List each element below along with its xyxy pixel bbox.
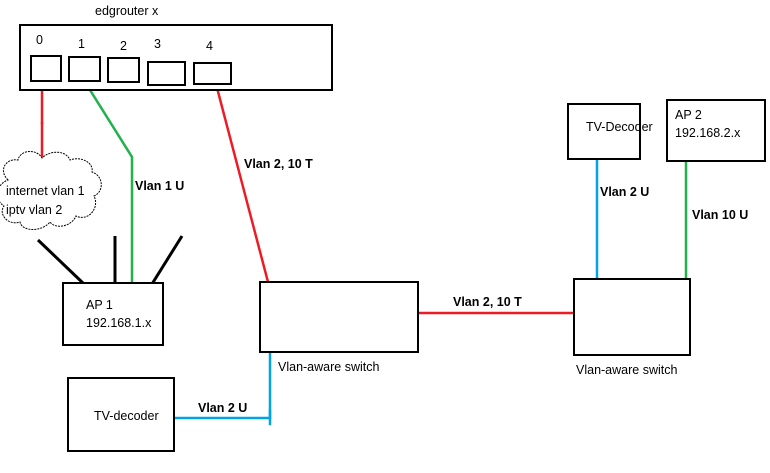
ap2-name: AP 2 [675,108,702,122]
port-label-2: 2 [120,39,127,53]
router-title: edgrouter x [95,4,159,18]
decoder1-box [67,377,175,452]
port-label-0: 0 [36,33,43,47]
ap2: AP 2 192.168.2.x [666,99,766,162]
router: edgrouter x 0 1 2 3 4 [19,4,333,91]
ap1-antenna-left [36,238,86,286]
ap1-ip: 192.168.1.x [86,316,152,330]
label-decoder2-switch2: Vlan 2 U [600,185,649,199]
switch2-box [573,278,691,356]
cloud-line2: iptv vlan 2 [6,203,62,217]
port-label-1: 1 [78,37,85,51]
internet-cloud: internet vlan 1 iptv vlan 2 [0,151,102,230]
router-port-1 [68,56,101,82]
decoder1-label: TV-decoder [94,409,159,423]
link-router-ap1 [83,80,134,285]
label-switch1-switch2: Vlan 2, 10 T [453,295,522,309]
ap2-box [666,99,766,162]
switch2: Vlan-aware switch [573,278,691,377]
cloud-shape [0,151,102,230]
switch1: Vlan-aware switch [259,281,419,374]
label-ap2-switch2: Vlan 10 U [692,208,748,222]
port-label-3: 3 [154,37,161,51]
switch1-box [259,281,419,353]
label-router-switch1: Vlan 2, 10 T [244,157,313,171]
switch1-label: Vlan-aware switch [278,360,379,374]
decoder2-label: TV-Decoder [586,120,653,134]
router-port-0 [30,55,62,82]
label-router-ap1: Vlan 1 U [135,179,184,193]
link-router-switch1 [214,82,270,284]
router-port-2 [107,57,140,83]
router-port-4 [193,62,232,85]
ap1-antenna-right [150,235,184,285]
label-decoder1-switch1: Vlan 2 U [198,401,247,415]
switch2-label: Vlan-aware switch [576,363,677,377]
decoder2: TV-Decoder [567,103,653,160]
ap1-box [62,282,164,346]
ap2-ip: 192.168.2.x [675,126,741,140]
ap1: AP 1 192.168.1.x [36,235,184,346]
port-label-4: 4 [206,39,213,53]
decoder1: TV-decoder [67,377,175,452]
router-port-3 [147,61,186,86]
cloud-line1: internet vlan 1 [6,184,85,198]
ap1-name: AP 1 [86,298,113,312]
decoder2-box [567,103,641,160]
